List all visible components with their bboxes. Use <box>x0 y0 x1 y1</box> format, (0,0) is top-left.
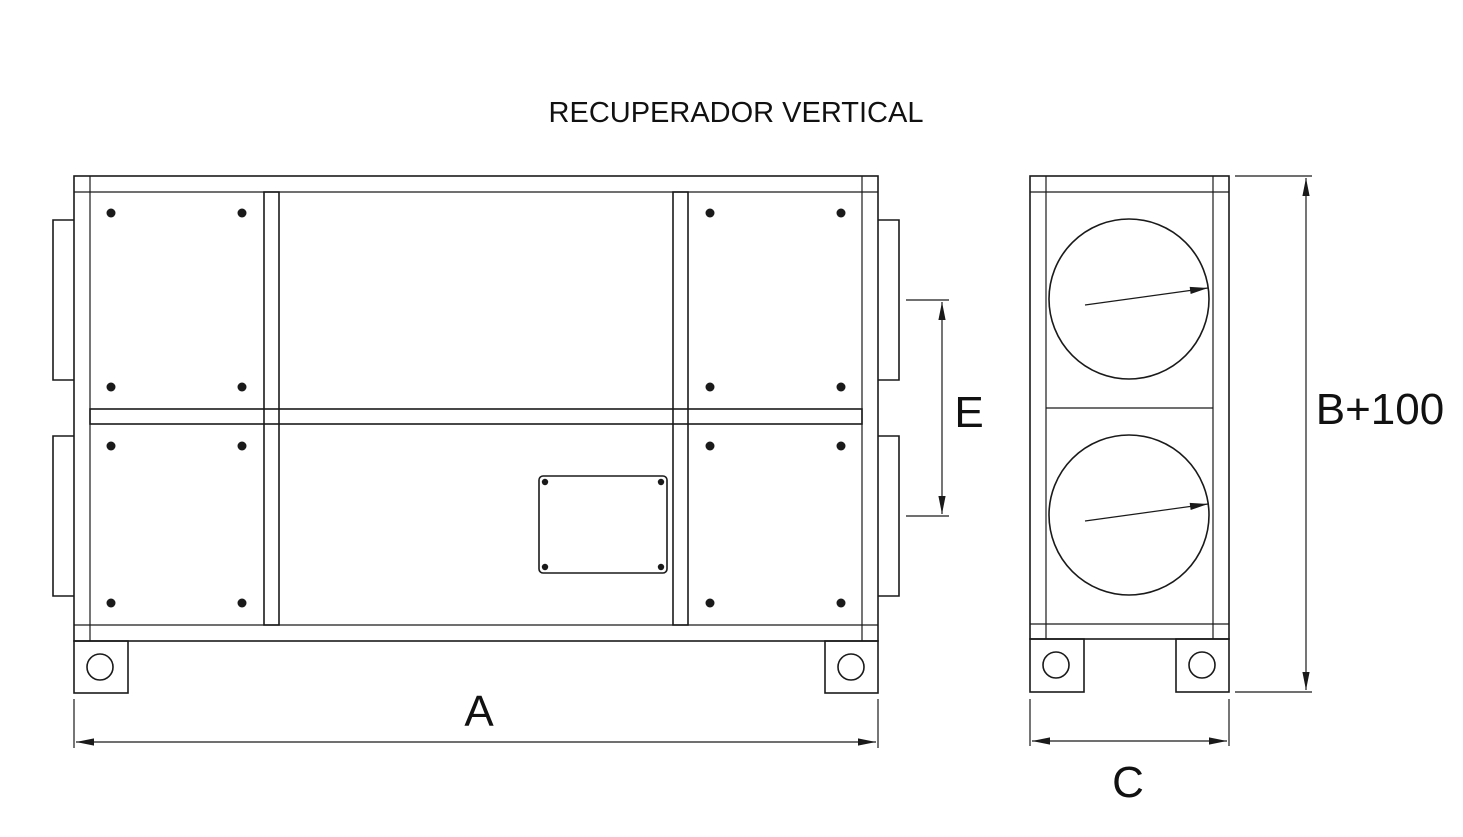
right-duct-connection-top <box>878 219 900 381</box>
dimension-e-label: E <box>954 388 983 437</box>
duct-opening-bottom <box>1048 434 1210 596</box>
panel-screws <box>106 208 846 608</box>
right-duct-connection-bottom <box>878 435 900 597</box>
dimension-c-label: C <box>1112 758 1144 807</box>
duct-opening-top <box>1048 218 1210 380</box>
side-view <box>1029 175 1230 693</box>
front-view <box>52 175 900 694</box>
dimension-b-label: B+100 <box>1316 385 1444 434</box>
dimension-a: A <box>73 687 879 748</box>
left-duct-connection-bottom <box>52 435 74 597</box>
dimension-b: B+100 <box>1235 175 1444 693</box>
front-base-feet <box>73 640 879 694</box>
electrical-box <box>538 475 668 574</box>
dimension-c: C <box>1029 699 1230 807</box>
left-duct-connection-top <box>52 219 74 381</box>
dimension-e: E <box>906 299 984 517</box>
dimension-a-label: A <box>464 687 494 736</box>
side-base-feet <box>1029 638 1230 693</box>
diagram-title: RECUPERADOR VERTICAL <box>549 97 924 129</box>
